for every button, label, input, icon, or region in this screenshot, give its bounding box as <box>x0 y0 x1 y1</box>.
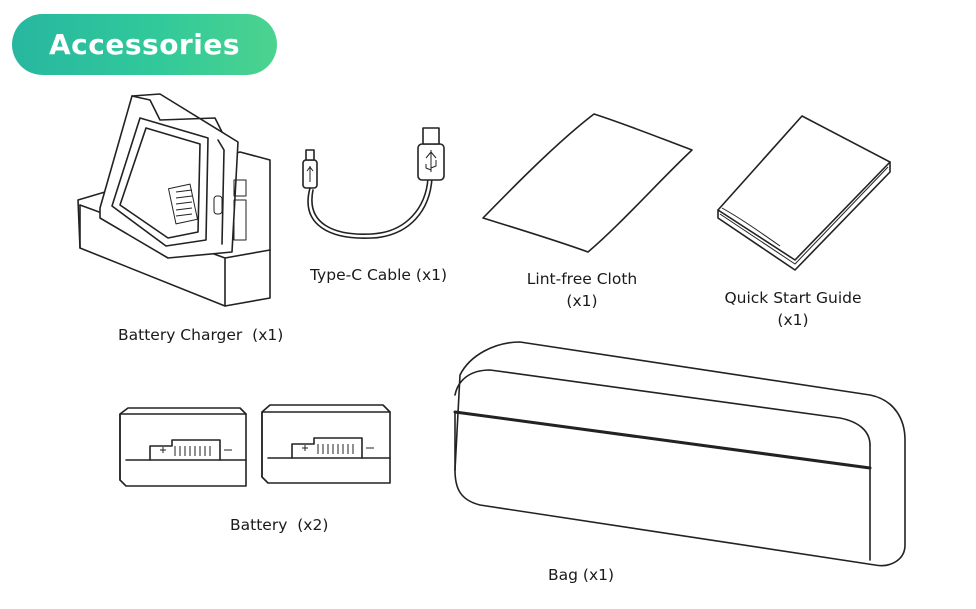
charger-label: Battery Charger (x1) <box>118 324 283 346</box>
bag-name: Bag <box>548 566 578 584</box>
booklet-drawing <box>717 115 891 271</box>
battery-label: Battery (x2) <box>230 514 328 536</box>
guide-label: Quick Start Guide (x1) <box>718 287 868 331</box>
charger-name: Battery Charger <box>118 326 243 344</box>
accessories-badge: Accessories <box>12 14 277 75</box>
bag-label: Bag (x1) <box>548 564 614 586</box>
cloth-drawing <box>482 113 693 253</box>
bag-qty: (x1) <box>582 566 615 584</box>
charger-qty: (x1) <box>252 326 284 344</box>
battery-name: Battery <box>230 516 288 534</box>
cable-label: Type-C Cable (x1) <box>310 264 447 286</box>
bag-drawing <box>453 341 906 567</box>
usb-cable-drawing <box>302 127 445 239</box>
battery-drawing <box>119 404 391 487</box>
guide-qty: (x1) <box>777 311 809 329</box>
page-title: Accessories <box>49 28 240 61</box>
cable-name: Type-C Cable <box>310 266 411 284</box>
battery-qty: (x2) <box>297 516 329 534</box>
charger-drawing <box>77 93 271 307</box>
guide-name: Quick Start Guide <box>724 289 862 307</box>
cloth-qty: (x1) <box>566 292 598 310</box>
cable-qty: (x1) <box>415 266 448 284</box>
cloth-name: Lint-free Cloth <box>526 270 638 288</box>
cloth-label: Lint-free Cloth (x1) <box>522 268 642 312</box>
